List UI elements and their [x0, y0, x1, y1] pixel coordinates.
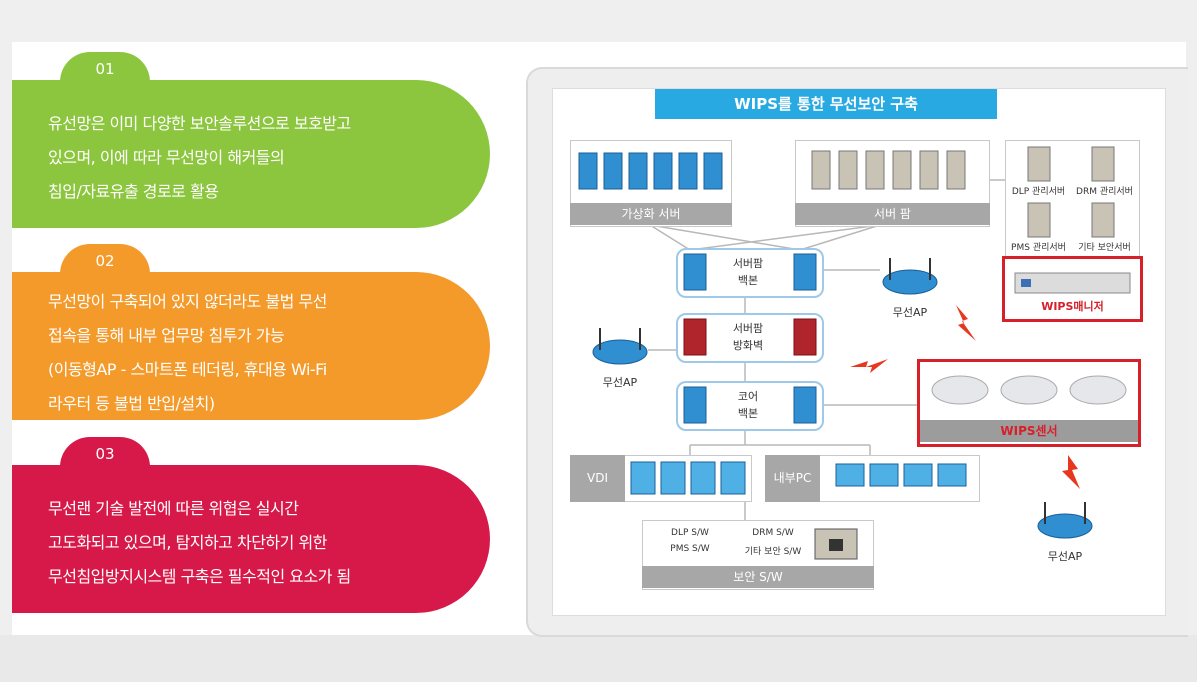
info-panel-01: 유선망은 이미 다양한 보안솔루션으로 보호받고 있으며, 이에 따라 무선망이…: [12, 80, 490, 228]
core-backbone: [676, 381, 824, 431]
info-panel-03: 무선랜 기술 발전에 따른 위협은 실시간 고도화되고 있으며, 탐지하고 차단…: [12, 465, 490, 613]
panel-02-line-2: 접속을 통해 내부 업무망 침투가 가능: [48, 326, 285, 345]
server-farm-label: 서버 팜: [795, 203, 990, 225]
firewall-icon: [683, 318, 817, 356]
panel-01-line-3: 침입/자료유출 경로로 활용: [48, 182, 219, 201]
panel-01-line-1: 유선망은 이미 다양한 보안솔루션으로 보호받고: [48, 114, 351, 133]
panel-02-line-1: 무선망이 구축되어 있지 않더라도 불법 무선: [48, 292, 327, 311]
drm-sw-label: DRM S/W: [752, 528, 794, 538]
panel-02-line-4: 라우터 등 불법 반입/설치): [48, 394, 215, 413]
router-icon: [592, 328, 648, 365]
panel-number-02: 02: [60, 244, 150, 274]
lightning-icon: [850, 359, 888, 373]
panel-01-line-2: 있으며, 이에 따라 무선망이 해커들의: [48, 148, 285, 167]
virtual-server-icon: [578, 152, 723, 190]
ap-bottom-label: 무선AP: [1047, 550, 1083, 563]
other-server-label: 기타 보안서버: [1078, 243, 1131, 253]
backbone1-line1: 서버팜: [732, 257, 764, 270]
firewall-line1: 서버팜: [732, 322, 764, 335]
core-line2: 백본: [737, 407, 759, 420]
switch-icon: [683, 253, 817, 291]
wips-manager-icon: [1014, 272, 1131, 294]
drm-server-label: DRM 관리서버: [1076, 187, 1133, 197]
panel-03-line-3: 무선침입방지시스템 구축은 필수적인 요소가 됨: [48, 567, 351, 586]
other-sw-label: 기타 보안 S/W: [744, 547, 802, 557]
wips-manager-box: [1002, 256, 1143, 322]
bottom-band: [0, 635, 1197, 682]
server-farm-firewall: [676, 313, 824, 363]
core-line1: 코어: [737, 390, 759, 403]
diagram-title: WIPS를 통한 무선보안 구축: [655, 89, 997, 119]
server-farm-backbone: [676, 248, 824, 298]
lightning-icon: [1062, 455, 1080, 489]
security-servers-icon: [1027, 146, 1115, 238]
laptop-icon: [835, 463, 967, 487]
core-switch-icon: [683, 386, 817, 424]
pms-sw-label: PMS S/W: [670, 544, 710, 554]
pms-server-label: PMS 관리서버: [1011, 243, 1066, 253]
security-servers-group: [1005, 140, 1140, 257]
dlp-server-label: DLP 관리서버: [1011, 187, 1066, 197]
server-farm-icon: [811, 150, 966, 190]
ap-left-label: 무선AP: [602, 376, 638, 389]
wips-sensor-label: WIPS센서: [920, 420, 1138, 442]
panel-number-01: 01: [60, 52, 150, 82]
panel-03-line-1: 무선랜 기술 발전에 따른 위협은 실시간: [48, 499, 299, 518]
ap-top-label: 무선AP: [892, 306, 928, 319]
firewall-line2: 방화벽: [732, 339, 764, 352]
virtual-server-label: 가상화 서버: [570, 203, 732, 225]
security-sw-label: 보안 S/W: [642, 566, 874, 588]
wips-sensor-box: [917, 359, 1141, 447]
lightning-icon: [956, 305, 976, 341]
wips-manager-label: WIPS매니저: [1041, 300, 1104, 313]
panel-number-03: 03: [60, 437, 150, 467]
router-icon: [882, 258, 938, 295]
vdi-icon: [630, 461, 746, 495]
info-panel-02: 무선망이 구축되어 있지 않더라도 불법 무선 접속을 통해 내부 업무망 침투…: [12, 272, 490, 420]
lock-icon: [814, 528, 858, 560]
vdi-label: VDI: [570, 455, 625, 502]
panel-03-line-2: 고도화되고 있으며, 탐지하고 차단하기 위한: [48, 533, 327, 552]
panel-02-line-3: (이동형AP - 스마트폰 테더링, 휴대용 Wi-Fi: [48, 360, 327, 379]
internal-pc-label: 내부PC: [765, 455, 820, 502]
router-icon: [1037, 502, 1093, 539]
wips-sensor-icon: [931, 375, 1127, 405]
dlp-sw-label: DLP S/W: [671, 528, 709, 538]
backbone1-line2: 백본: [737, 274, 759, 287]
